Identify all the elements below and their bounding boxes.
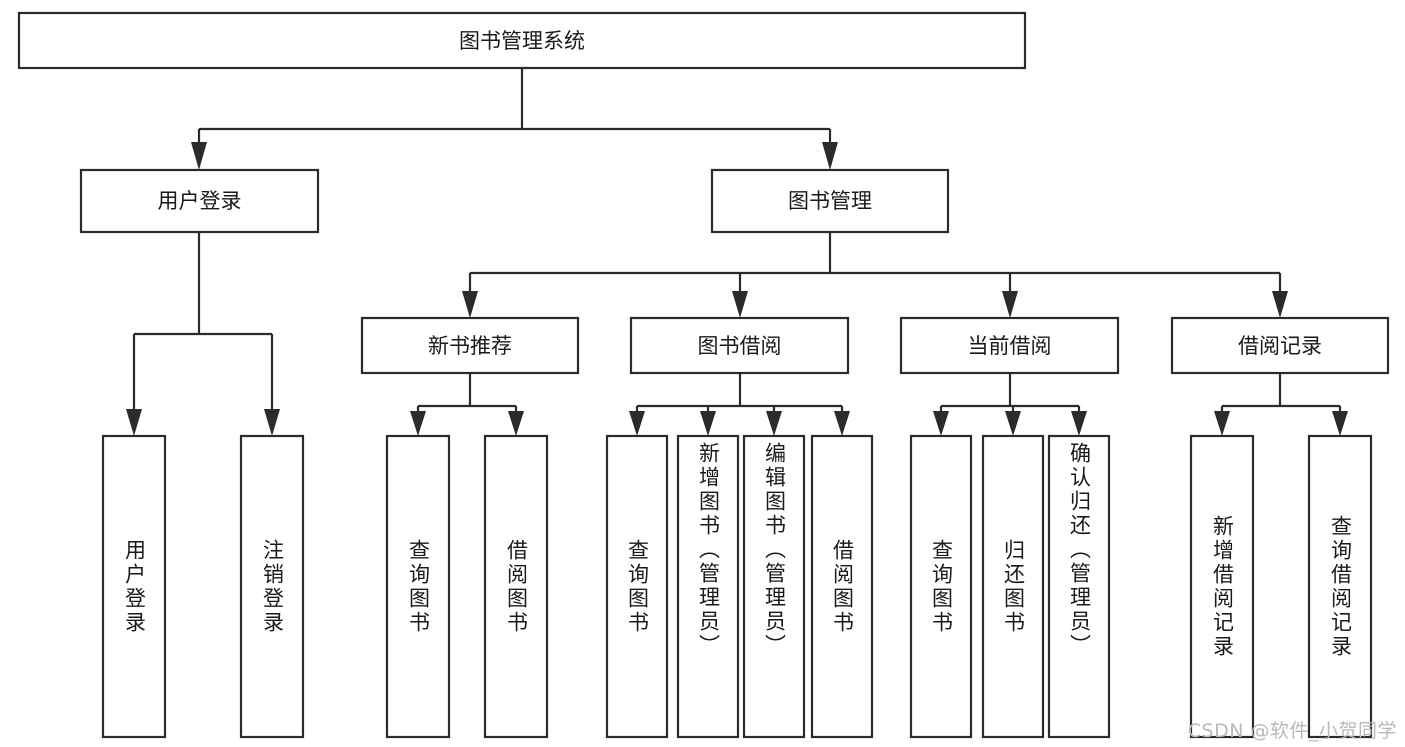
connector-group-current-borrow: [933, 373, 1087, 436]
arrow-head-leaf-add-record: [1214, 411, 1230, 436]
node-user-login-box[interactable]: [79, 168, 320, 234]
arrow-head-leaf-add-book: [700, 411, 716, 436]
arrow-head-leaf-user-login: [126, 409, 142, 436]
node-new-book-rec-box[interactable]: [360, 316, 580, 375]
arrow-head-book-manage: [822, 142, 838, 170]
node-root-box[interactable]: [17, 11, 1027, 70]
arrow-head-leaf-logout: [264, 409, 280, 436]
node-borrow-record[interactable]: 借阅记录: [1170, 316, 1390, 375]
leaf-box-query-book-borrow[interactable]: [605, 434, 669, 739]
node-borrow-record-label: 借阅记录: [1238, 334, 1322, 358]
connector-group-new-book-rec: [410, 373, 524, 436]
leaf-box-query-record[interactable]: [1307, 434, 1373, 739]
node-book-borrow-box[interactable]: [629, 316, 850, 375]
node-book-manage[interactable]: 图书管理: [710, 168, 950, 234]
leaf-box-confirm-return[interactable]: [1047, 434, 1111, 739]
node-book-manage-box[interactable]: [710, 168, 950, 234]
node-new-book-rec[interactable]: 新书推荐: [360, 316, 580, 375]
connector-group-book-borrow: [629, 373, 850, 436]
arrow-head-current-borrow: [1002, 291, 1018, 318]
node-current-borrow[interactable]: 当前借阅: [899, 316, 1120, 375]
leaf-box-logout[interactable]: [239, 434, 305, 739]
node-current-borrow-box[interactable]: [899, 316, 1120, 375]
arrow-head-leaf-query-book-rec: [410, 411, 426, 436]
leaf-box-query-book-rec[interactable]: [385, 434, 451, 739]
leaf-box-query-book-cur[interactable]: [909, 434, 973, 739]
node-user-login[interactable]: 用户登录: [79, 168, 320, 234]
connector-group-book-manage: [462, 232, 1288, 318]
arrow-head-leaf-edit-book: [766, 411, 782, 436]
leaf-box-edit-book[interactable]: [742, 434, 806, 739]
leaf-box-borrow-book-rec[interactable]: [483, 434, 549, 739]
arrow-head-user-login: [191, 142, 207, 170]
node-book-borrow-label: 图书借阅: [698, 334, 782, 358]
arrow-head-leaf-borrow-book-rec: [508, 411, 524, 436]
arrow-head-leaf-borrow-book: [834, 411, 850, 436]
node-book-borrow[interactable]: 图书借阅: [629, 316, 850, 375]
arrow-head-leaf-query-book-borrow: [629, 411, 645, 436]
leaf-boxes-group: [101, 434, 1373, 739]
leaf-box-borrow-book[interactable]: [810, 434, 874, 739]
arrow-head-leaf-query-record: [1332, 411, 1348, 436]
arrow-head-leaf-query-book-cur: [933, 411, 949, 436]
arrow-head-book-borrow: [732, 291, 748, 318]
node-user-login-label: 用户登录: [158, 189, 242, 213]
node-current-borrow-label: 当前借阅: [968, 334, 1052, 358]
arrow-head-leaf-confirm-return: [1071, 411, 1087, 436]
arrow-head-leaf-return-book: [1005, 411, 1021, 436]
node-new-book-rec-label: 新书推荐: [428, 334, 512, 358]
node-root[interactable]: 图书管理系统: [17, 11, 1027, 70]
leaf-box-add-book[interactable]: [676, 434, 740, 739]
connector-group-borrow-record: [1214, 373, 1348, 436]
connector-group-user-login: [126, 232, 280, 436]
leaf-box-add-record[interactable]: [1189, 434, 1255, 739]
node-root-label: 图书管理系统: [459, 29, 585, 53]
arrow-head-new-book-rec: [462, 291, 478, 318]
connector-group-root: [191, 68, 838, 170]
node-borrow-record-box[interactable]: [1170, 316, 1390, 375]
watermark-text: CSDN @软件_小贺同学: [1187, 720, 1397, 742]
leaf-box-user-login[interactable]: [101, 434, 167, 739]
leaf-box-return-book[interactable]: [981, 434, 1045, 739]
arrow-head-borrow-record: [1272, 291, 1288, 318]
node-book-manage-label: 图书管理: [788, 189, 872, 213]
